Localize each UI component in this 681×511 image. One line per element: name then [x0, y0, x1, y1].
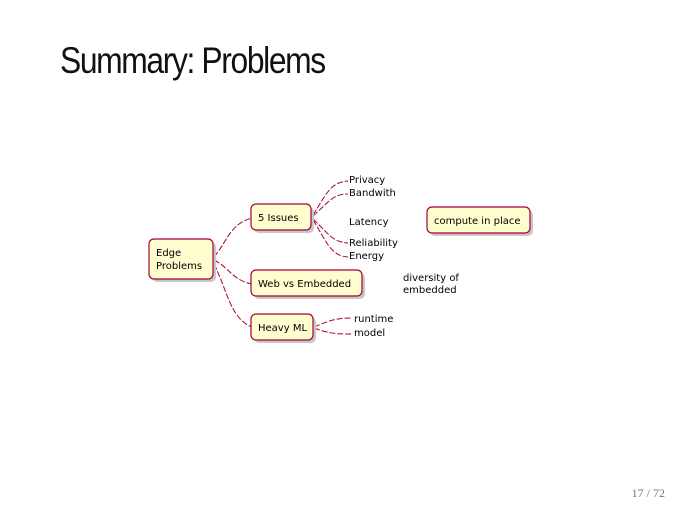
page-number: 17 / 72: [631, 486, 665, 500]
mindmap-leaf-reliability: Reliability: [349, 238, 398, 249]
mindmap-leaf-energy: Energy: [349, 251, 384, 262]
mindmap-root-label-line1: Edge: [156, 248, 181, 259]
mindmap-node-compute-in-place: compute in place: [426, 206, 533, 236]
mindmap-leaf-bandwith: Bandwith: [349, 188, 396, 199]
mindmap-note-line1: diversity of: [403, 273, 459, 284]
mindmap-leaf-latency: Latency: [349, 217, 389, 228]
edge-heavy-ml-to-model: [313, 327, 353, 335]
edge-5-issues-to-reliability: [312, 218, 349, 244]
mindmap-heavy-ml-label: Heavy ML: [258, 323, 307, 334]
edge-root-to-web-vs-embedded: [213, 259, 253, 285]
edge-root-to-5-issues: [213, 217, 253, 258]
mindmap-node-heavy-ml: Heavy ML: [250, 313, 316, 343]
slide-title: Summary: Problems: [60, 40, 326, 81]
mindmap-compute-in-place-label: compute in place: [434, 216, 521, 227]
edge-5-issues-to-privacy: [312, 180, 349, 216]
mindmap-leaf-privacy: Privacy: [349, 175, 385, 186]
mindmap-leaf-runtime: runtime: [354, 314, 393, 325]
mindmap-node-edge-problems: Edge Problems: [148, 238, 216, 282]
mindmap-node-web-vs-embedded: Web vs Embedded: [250, 269, 365, 299]
mindmap-web-vs-embedded-label: Web vs Embedded: [258, 279, 351, 290]
mindmap-note-line2: embedded: [403, 285, 457, 296]
mindmap-leaf-model: model: [354, 328, 385, 339]
edge-heavy-ml-to-runtime: [313, 317, 353, 328]
edge-5-issues-to-bandwith: [312, 193, 349, 217]
mindmap-root-label-line2: Problems: [156, 261, 202, 272]
edge-root-to-heavy-ml: [213, 263, 253, 328]
mindmap-node-5-issues: 5 Issues: [250, 203, 314, 233]
mind-map-edges: [213, 180, 353, 335]
mindmap-5-issues-label: 5 Issues: [258, 213, 299, 224]
edge-5-issues-to-energy: [312, 219, 349, 258]
